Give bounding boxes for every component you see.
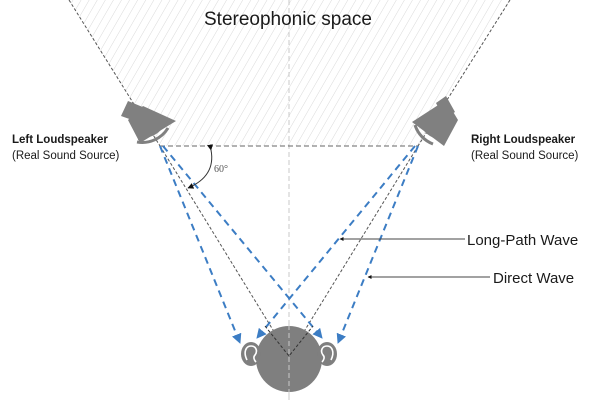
left-loudspeaker-icon (121, 101, 176, 144)
diagram-title: Stereophonic space (204, 9, 372, 30)
left-to-head-guide (159, 145, 290, 357)
right-speaker-sublabel: (Real Sound Source) (471, 150, 579, 162)
right-ear-icon (317, 342, 337, 366)
left-boundary-line (68, 0, 161, 147)
left-ear-icon (241, 342, 261, 366)
left-speaker-label: Left Loudspeaker (12, 134, 108, 146)
right-loudspeaker-icon (412, 96, 458, 146)
angle-label: 60° (214, 164, 228, 175)
right-direct-wave (336, 145, 419, 344)
direct-wave-label: Direct Wave (493, 270, 574, 287)
left-speaker-sublabel: (Real Sound Source) (12, 150, 120, 162)
listener-head-icon (256, 325, 322, 400)
left-long-path-wave (162, 145, 323, 339)
right-boundary-line (417, 0, 511, 147)
left-direct-wave (159, 145, 242, 344)
long-path-wave-label: Long-Path Wave (467, 232, 578, 249)
right-long-path-wave (256, 145, 416, 339)
angle-arc (187, 144, 213, 189)
right-speaker-label: Right Loudspeaker (471, 134, 576, 146)
right-to-head-guide (288, 145, 419, 357)
